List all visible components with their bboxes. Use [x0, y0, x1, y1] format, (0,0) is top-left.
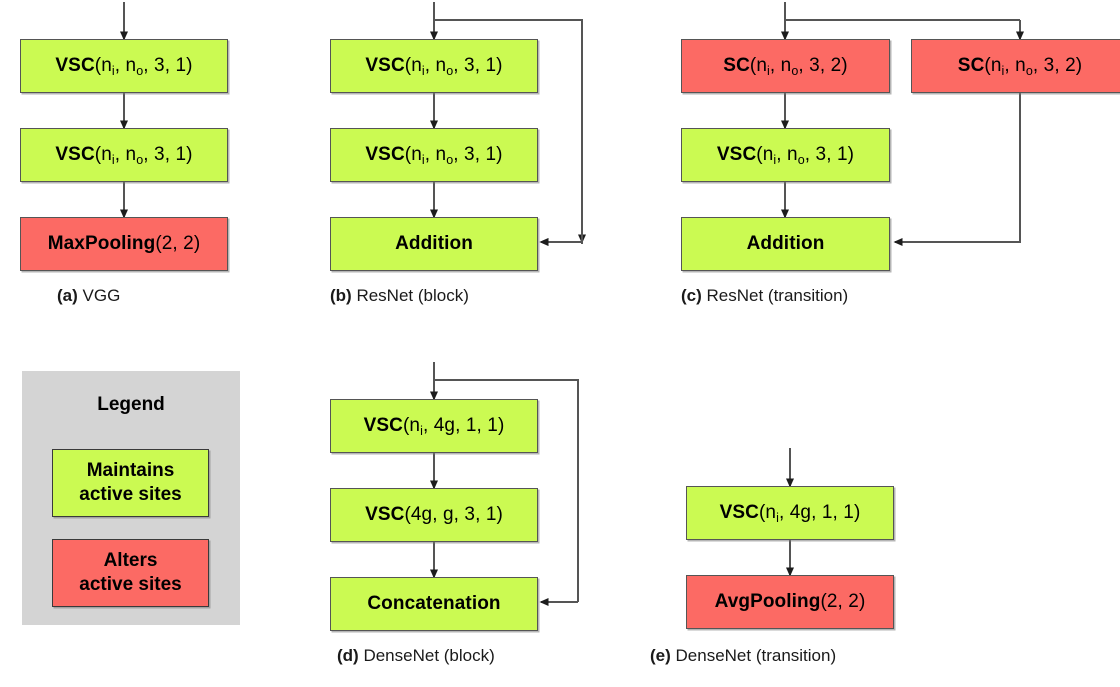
- node-op-label: VSC: [719, 502, 759, 524]
- node-c-addition[interactable]: Addition: [681, 217, 890, 271]
- node-args-label: (2, 2): [820, 591, 866, 613]
- caption-text: DenseNet (transition): [670, 646, 837, 665]
- node-op-label: Addition: [395, 233, 473, 255]
- caption-text: ResNet (block): [351, 286, 469, 305]
- node-b-vsc-1[interactable]: VSC(ni, no, 3, 1): [330, 39, 538, 93]
- node-a-maxpooling[interactable]: MaxPooling(2, 2): [20, 217, 228, 271]
- caption-a: (a) VGG: [57, 286, 120, 306]
- caption-tag: (a): [57, 286, 78, 305]
- node-d-vsc-1[interactable]: VSC(ni, 4g, 1, 1): [330, 399, 538, 453]
- legend-maintains-line2: active sites: [79, 484, 182, 505]
- node-c-sc-left[interactable]: SC(ni, no, 3, 2): [681, 39, 890, 93]
- legend-maintains-line1: Maintains: [86, 460, 175, 482]
- caption-tag: (b): [330, 286, 352, 305]
- node-op-label: SC: [723, 55, 750, 77]
- node-args-label: (ni, no, 3, 1): [404, 55, 503, 79]
- node-d-concatenation[interactable]: Concatenation: [330, 577, 538, 631]
- node-args-label: (ni, 4g, 1, 1): [759, 502, 861, 526]
- node-args-label: (ni, no, 3, 1): [94, 144, 193, 168]
- node-args-label: (2, 2): [155, 233, 201, 255]
- node-a-vsc-2[interactable]: VSC(ni, no, 3, 1): [20, 128, 228, 182]
- legend-item-alters: Alters active sites: [52, 539, 209, 607]
- caption-tag: (d): [337, 646, 359, 665]
- node-op-label: VSC: [365, 504, 405, 526]
- node-op-label: MaxPooling: [47, 233, 156, 255]
- node-args-label: (ni, no, 3, 1): [404, 144, 503, 168]
- node-b-addition[interactable]: Addition: [330, 217, 538, 271]
- node-c-sc-right[interactable]: SC(ni, no, 3, 2): [911, 39, 1120, 93]
- node-e-vsc[interactable]: VSC(ni, 4g, 1, 1): [686, 486, 894, 540]
- node-args-label: (ni, no, 3, 1): [94, 55, 193, 79]
- node-op-label: VSC: [55, 55, 95, 77]
- node-op-label: AvgPooling: [714, 591, 821, 613]
- node-b-vsc-2[interactable]: VSC(ni, no, 3, 1): [330, 128, 538, 182]
- caption-b: (b) ResNet (block): [330, 286, 469, 306]
- node-c-vsc[interactable]: VSC(ni, no, 3, 1): [681, 128, 890, 182]
- node-args-label: (ni, 4g, 1, 1): [403, 415, 505, 439]
- node-op-label: Concatenation: [367, 593, 501, 615]
- node-op-label: VSC: [365, 55, 405, 77]
- caption-c: (c) ResNet (transition): [681, 286, 848, 306]
- node-op-label: VSC: [716, 144, 757, 166]
- node-args-label: (ni, no, 3, 1): [756, 144, 855, 168]
- node-args-label: (4g, g, 3, 1): [404, 504, 503, 526]
- caption-e: (e) DenseNet (transition): [650, 646, 836, 666]
- caption-text: ResNet (transition): [701, 286, 849, 305]
- caption-d: (d) DenseNet (block): [337, 646, 495, 666]
- node-d-vsc-2[interactable]: VSC(4g, g, 3, 1): [330, 488, 538, 542]
- node-op-label: VSC: [363, 415, 403, 437]
- caption-text: VGG: [77, 286, 121, 305]
- caption-text: DenseNet (block): [358, 646, 495, 665]
- node-e-avgpooling[interactable]: AvgPooling(2, 2): [686, 575, 894, 629]
- legend-alters-line1: Alters: [103, 550, 158, 572]
- node-op-label: SC: [957, 55, 985, 77]
- node-args-label: (ni, no, 3, 2): [749, 55, 848, 79]
- legend-panel: Legend Maintains active sites Alters act…: [22, 371, 240, 625]
- node-op-label: VSC: [365, 144, 405, 166]
- legend-item-maintains: Maintains active sites: [52, 449, 209, 517]
- node-a-vsc-1[interactable]: VSC(ni, no, 3, 1): [20, 39, 228, 93]
- legend-alters-line2: active sites: [79, 574, 182, 595]
- node-op-label: VSC: [55, 144, 95, 166]
- legend-title: Legend: [97, 394, 165, 415]
- node-op-label: Addition: [746, 233, 825, 255]
- caption-tag: (c): [681, 286, 702, 305]
- node-args-label: (ni, no, 3, 2): [984, 55, 1083, 79]
- caption-tag: (e): [650, 646, 671, 665]
